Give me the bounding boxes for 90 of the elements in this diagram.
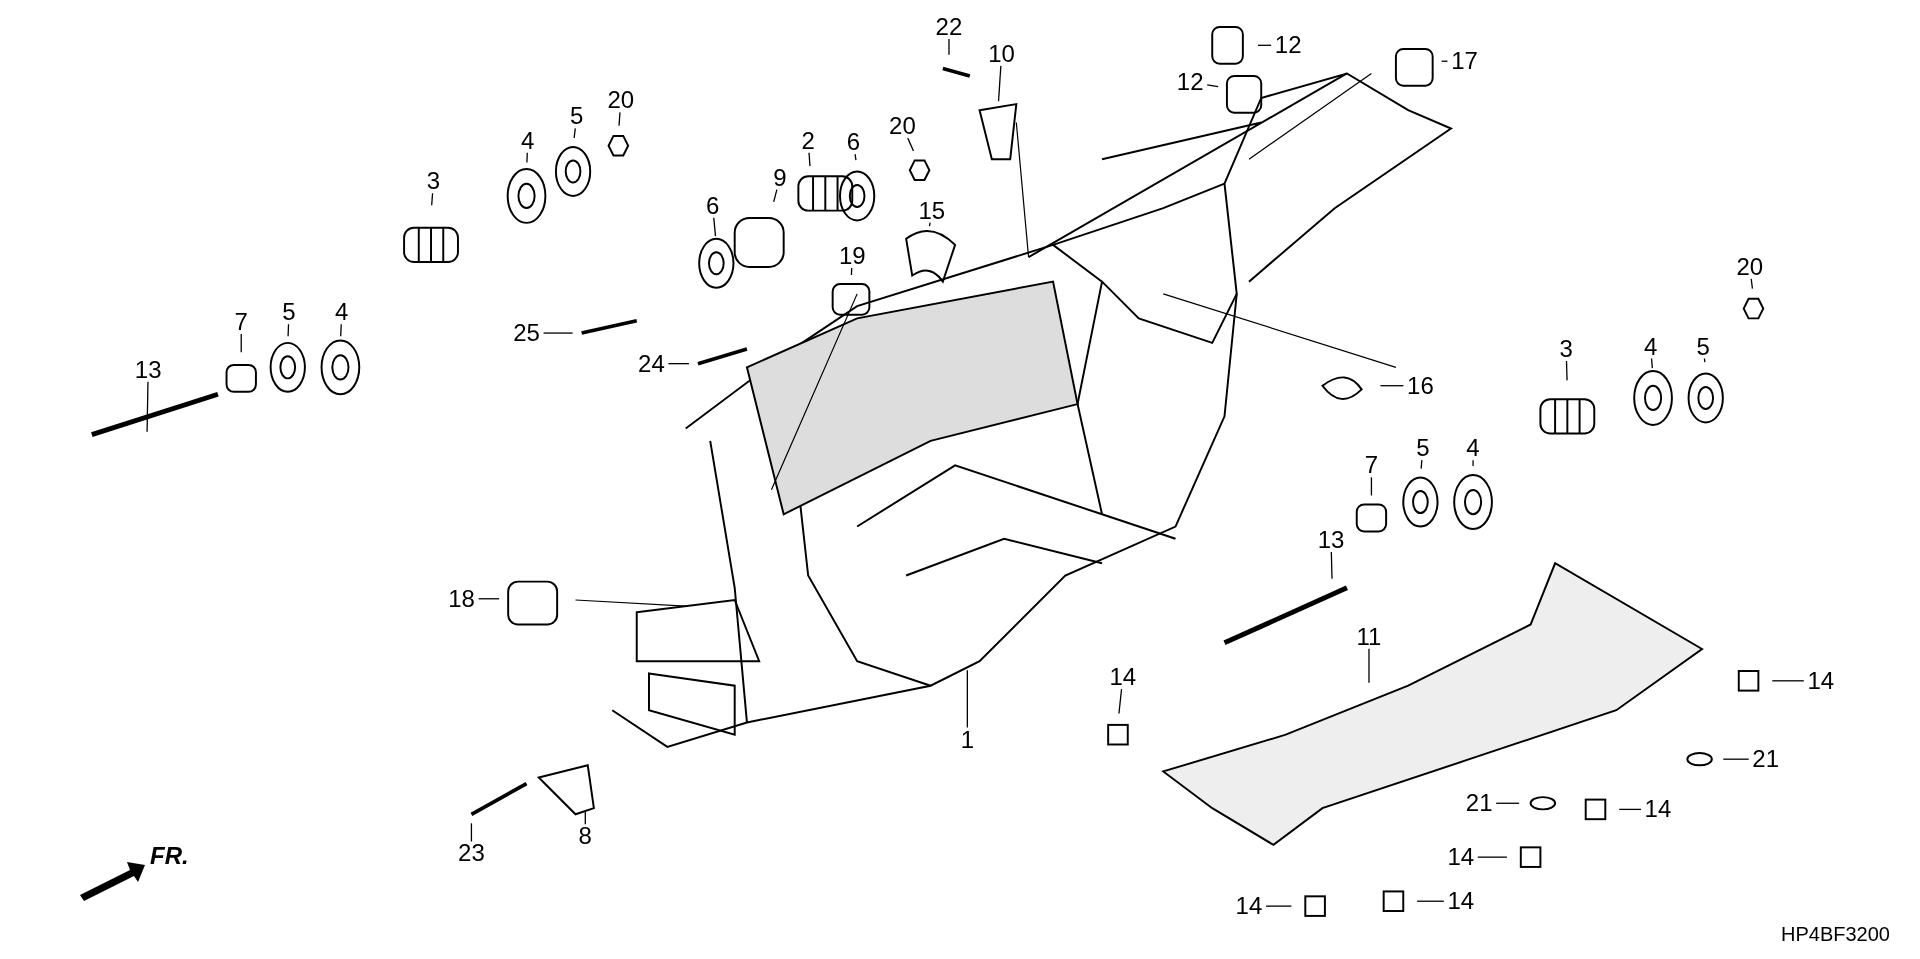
- callout-number: 6: [843, 130, 864, 155]
- leader-line: [478, 598, 500, 600]
- callout-number: 13: [1314, 528, 1348, 552]
- callout-number: 14: [1443, 845, 1478, 870]
- leader-line: [287, 323, 290, 337]
- callout-number: 12: [1173, 70, 1208, 95]
- callout-number: 7: [1361, 453, 1382, 478]
- callout-number: 4: [517, 128, 538, 153]
- callout-number: 14: [1231, 894, 1266, 919]
- callout-number: 11: [1351, 624, 1386, 649]
- leader-line: [1750, 278, 1754, 290]
- leader-line: [470, 822, 473, 843]
- callout-number: 20: [885, 114, 920, 139]
- callout-number: 4: [1640, 334, 1661, 359]
- leader-line: [431, 192, 434, 206]
- leader-line: [928, 221, 931, 227]
- callout-number: 12: [1271, 33, 1306, 58]
- leader-line: [850, 267, 853, 276]
- leader-line: [1370, 476, 1373, 497]
- callout-number: 5: [278, 300, 299, 325]
- leader-line: [618, 111, 621, 127]
- callout-number: 14: [1640, 797, 1675, 822]
- leader-line: [1618, 808, 1642, 811]
- callout-number: 10: [984, 41, 1019, 66]
- leader-line: [1495, 802, 1520, 804]
- leader-line: [713, 217, 717, 237]
- callout-number: 20: [1732, 254, 1767, 279]
- callout-number: 16: [1403, 373, 1438, 398]
- leader-line: [1477, 856, 1508, 858]
- callout-number: 4: [331, 300, 352, 325]
- callout-number: 2: [798, 128, 819, 153]
- leader-line: [1206, 84, 1219, 88]
- leader-line: [526, 152, 528, 164]
- leader-line: [808, 152, 811, 167]
- leader-line: [1771, 680, 1805, 682]
- callout-number: 22: [931, 14, 966, 39]
- leader-line: [584, 810, 586, 825]
- callout-number: 3: [423, 169, 444, 194]
- leader-line: [667, 363, 690, 365]
- leader-line: [1379, 385, 1405, 387]
- leader-line: [773, 188, 778, 203]
- callout-number: 24: [634, 351, 669, 376]
- leader-line: [1368, 648, 1370, 684]
- callout-number: 14: [1803, 668, 1838, 693]
- callout-number: 1: [957, 727, 978, 752]
- leader-line: [1650, 357, 1653, 369]
- callout-number: 18: [444, 586, 479, 611]
- leader-line: [1722, 758, 1750, 760]
- callout-number: 4: [1463, 436, 1484, 461]
- leader-line: [948, 38, 950, 56]
- callout-number: 9: [770, 165, 790, 190]
- callout-number: 19: [835, 243, 870, 268]
- callout-number: 15: [914, 198, 949, 223]
- callout-number: 7: [231, 310, 252, 335]
- leader-line: [907, 137, 915, 152]
- leader-line: [340, 323, 342, 337]
- leader-line: [542, 332, 574, 334]
- callout-number: 17: [1447, 49, 1482, 74]
- leader-line: [146, 381, 149, 433]
- leader-line: [1565, 360, 1568, 382]
- callout-number: 5: [1693, 334, 1714, 359]
- leader-line: [1118, 688, 1123, 715]
- callout-number: 6: [702, 193, 723, 218]
- callout-number: 20: [603, 88, 638, 113]
- callout-number: 21: [1462, 791, 1497, 816]
- callout-number: 13: [131, 357, 166, 382]
- callout-number: 5: [1412, 436, 1433, 461]
- leader-line: [1265, 905, 1293, 907]
- leader-line: [240, 333, 242, 353]
- leader-line: [1330, 551, 1333, 580]
- callout-number: 8: [575, 824, 596, 849]
- leader-line: [966, 669, 968, 729]
- leader-line: [997, 65, 1002, 102]
- leader-line: [1416, 900, 1445, 902]
- callout-number: 3: [1556, 336, 1577, 361]
- callout-number: 14: [1105, 665, 1140, 690]
- leader-line: [1441, 60, 1449, 62]
- callout-number: 23: [454, 841, 489, 866]
- direction-label: FR.: [150, 841, 189, 871]
- callout-number: 21: [1748, 747, 1783, 772]
- diagram-code: HP4BF3200: [1781, 922, 1890, 947]
- callout-number: 5: [566, 104, 587, 129]
- leader-line: [1703, 357, 1706, 363]
- leader-line: [1472, 459, 1474, 467]
- leader-line: [573, 127, 576, 139]
- leader-line: [1420, 459, 1423, 470]
- callout-number: 25: [509, 321, 544, 346]
- leader-line: [854, 153, 857, 161]
- leader-line: [1257, 44, 1272, 46]
- callout-number: 14: [1443, 889, 1478, 914]
